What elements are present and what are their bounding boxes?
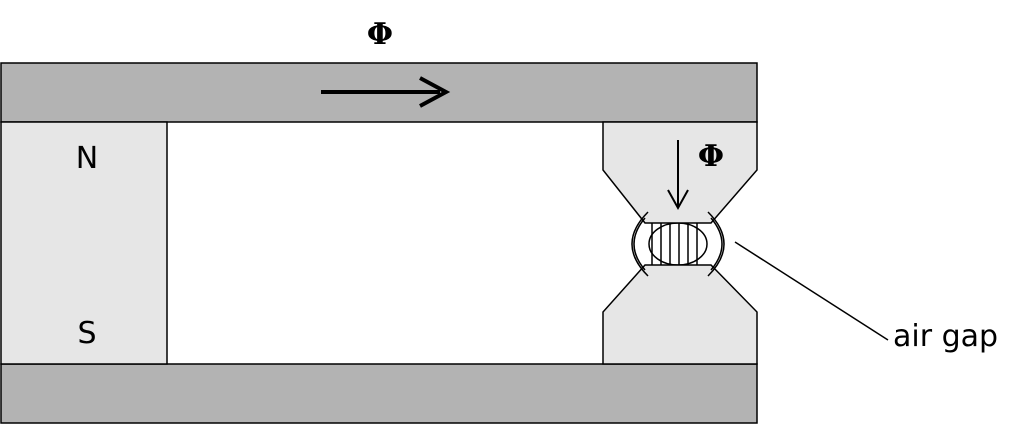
air-gap-label: air gap xyxy=(893,319,998,354)
south-pole-label: S xyxy=(77,316,96,351)
lower-pole-piece xyxy=(602,264,758,365)
air-gap-fringing-lines xyxy=(631,211,725,277)
permanent-magnet xyxy=(0,121,168,365)
arrow-right-icon xyxy=(321,76,451,108)
flux-label-gap: Φ xyxy=(698,139,724,174)
bottom-yoke xyxy=(0,363,758,424)
flux-label-top: Φ xyxy=(367,17,393,52)
upper-pole-piece xyxy=(602,121,758,224)
north-pole-label: N xyxy=(76,141,98,176)
air-gap-field-lines xyxy=(648,223,708,265)
arrow-down-icon xyxy=(667,140,689,211)
air-gap-leader-line xyxy=(734,241,889,341)
